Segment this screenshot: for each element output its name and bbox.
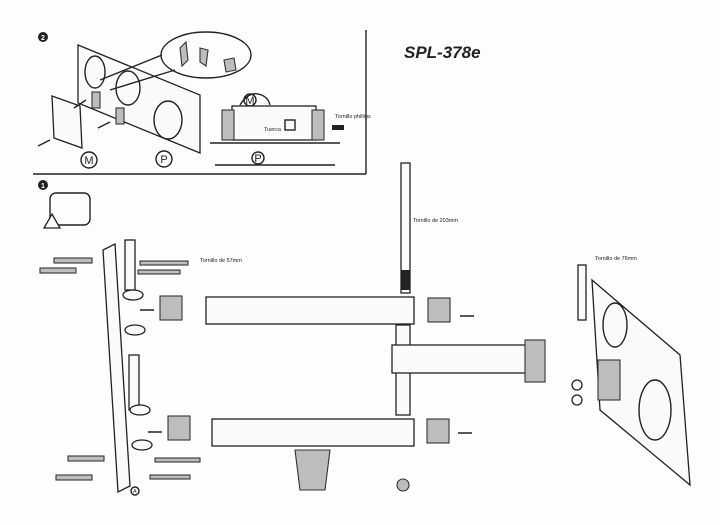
screw-57-label: Tornillo de 57mm [200, 258, 242, 264]
cover-cap [294, 449, 331, 491]
screw-phillips-label: Tornillo phillips [335, 114, 371, 120]
model-title: SPL-378e [404, 43, 481, 62]
arrow-icon [140, 309, 474, 434]
tilt-bracket [597, 359, 621, 401]
mount-bracket [51, 95, 83, 149]
detail-bracket [231, 105, 317, 141]
warning-icon [42, 212, 62, 229]
tv-plate [77, 44, 201, 154]
label-p-circle [155, 150, 173, 168]
nut-icon [396, 478, 410, 492]
label-p: P [160, 154, 167, 166]
warning-box [49, 192, 91, 226]
phillips-screw-icon [332, 125, 344, 130]
pivot-bolt [124, 239, 136, 291]
label-m-circle [80, 151, 98, 169]
step1-badge [38, 180, 48, 190]
spacer-block [426, 418, 450, 444]
label-a: A [133, 489, 137, 495]
step2-panel: 2 M P M Tuerca Tornillo phillips [33, 30, 371, 175]
long-bolt [400, 162, 411, 294]
detail-label-p: P [254, 153, 261, 165]
detail-hook [239, 93, 271, 106]
step1-number: 1 [41, 183, 45, 190]
extension-arm [391, 344, 533, 374]
detail-label-m: M [245, 95, 254, 107]
lag-screws [39, 257, 201, 481]
bracket-clip [115, 107, 125, 125]
screw-76-label: Tornillo de 76mm [595, 256, 637, 262]
step2-number: 2 [41, 35, 45, 42]
label-m: M [84, 155, 93, 167]
spacer-block [159, 295, 183, 321]
lower-arm [211, 418, 415, 447]
step2-badge [38, 32, 48, 42]
wall-plate [102, 242, 131, 494]
bolt-76 [577, 264, 587, 321]
step1-panel: 1 Tornillo de 57mm A [38, 162, 691, 496]
arrow-icon [37, 99, 111, 147]
upper-arm [205, 296, 415, 325]
nut-label: Tuerca [264, 127, 282, 133]
spacer-block [167, 415, 191, 441]
spacer-block [427, 297, 451, 323]
bracket-clip [91, 91, 101, 109]
screw-203-label: Tornillo de 203mm [413, 218, 458, 224]
